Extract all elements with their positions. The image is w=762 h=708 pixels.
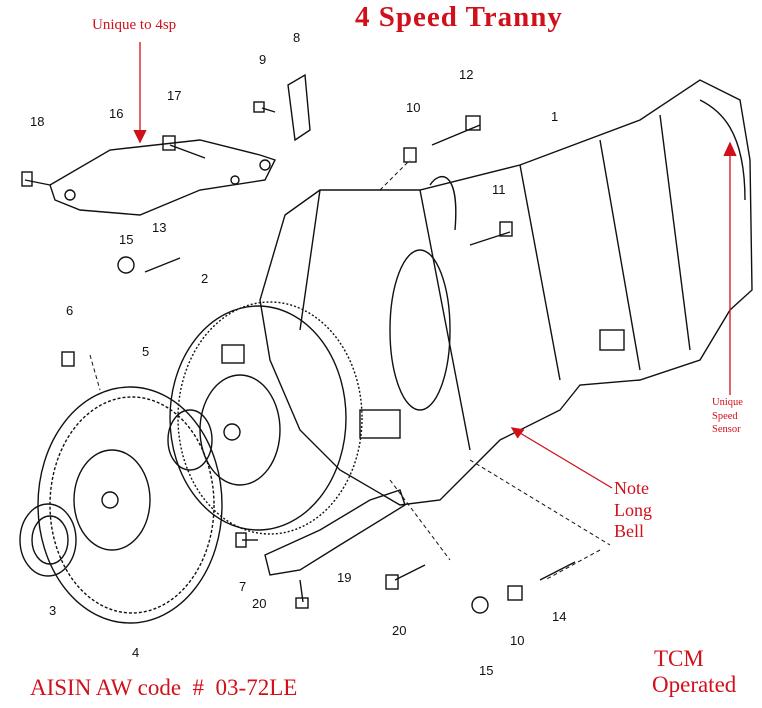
torque-converter (169, 301, 363, 535)
long-bell-line: Bell (614, 521, 644, 542)
bracket-16 (49, 139, 276, 216)
callout-7: 7 (239, 579, 247, 594)
diagram-title: 4 Speed Tranny (355, 1, 563, 33)
long-bell-line: Long (614, 499, 652, 520)
callout-13: 13 (152, 220, 167, 235)
annotation-arrows (133, 42, 737, 489)
leader-lines (89, 159, 611, 581)
tcm-line: Operated (652, 672, 737, 698)
tcm-note: TCM Operated (652, 646, 736, 699)
callout-11: 11 (492, 182, 506, 197)
speed-sensor-note: Unique Speed Sensor (712, 396, 743, 437)
callout-12: 12 (459, 67, 474, 82)
callout-10b: 10 (510, 633, 525, 648)
callout-17: 17 (167, 88, 182, 103)
flywheel (37, 386, 223, 624)
callout-6: 6 (66, 303, 74, 318)
callout-14: 14 (552, 609, 567, 624)
plate-8 (287, 73, 311, 142)
speed-sensor-line: Sensor (712, 424, 741, 436)
bracket-19 (264, 489, 406, 576)
callout-9: 9 (259, 52, 267, 67)
bolts (21, 101, 576, 614)
callout-10a: 10 (406, 100, 421, 115)
transmission-case (259, 79, 753, 506)
callout-4: 4 (132, 645, 140, 660)
long-bell-note: Note Long Bell (614, 478, 652, 543)
aisin-code-note: AISIN AW code # 03-72LE (30, 675, 298, 700)
speed-sensor-line: Unique (712, 397, 743, 408)
callout-1: 1 (551, 109, 559, 124)
callout-19: 19 (337, 570, 352, 585)
callout-20b: 20 (392, 623, 407, 638)
callout-18: 18 (30, 114, 45, 129)
callout-20a: 20 (252, 596, 267, 611)
callout-16: 16 (109, 106, 124, 121)
callout-2: 2 (201, 271, 209, 286)
drive-plate-adapter (19, 503, 77, 577)
speed-sensor-line: Speed (712, 410, 738, 422)
long-bell-line: Note (614, 478, 649, 498)
callout-15a: 15 (119, 232, 134, 247)
callout-5: 5 (142, 344, 150, 359)
callout-8: 8 (293, 30, 301, 45)
callout-15b: 15 (479, 663, 494, 678)
callout-3: 3 (49, 603, 57, 618)
tcm-line: TCM (654, 646, 704, 671)
unique-to-4sp-note: Unique to 4sp (92, 17, 177, 33)
